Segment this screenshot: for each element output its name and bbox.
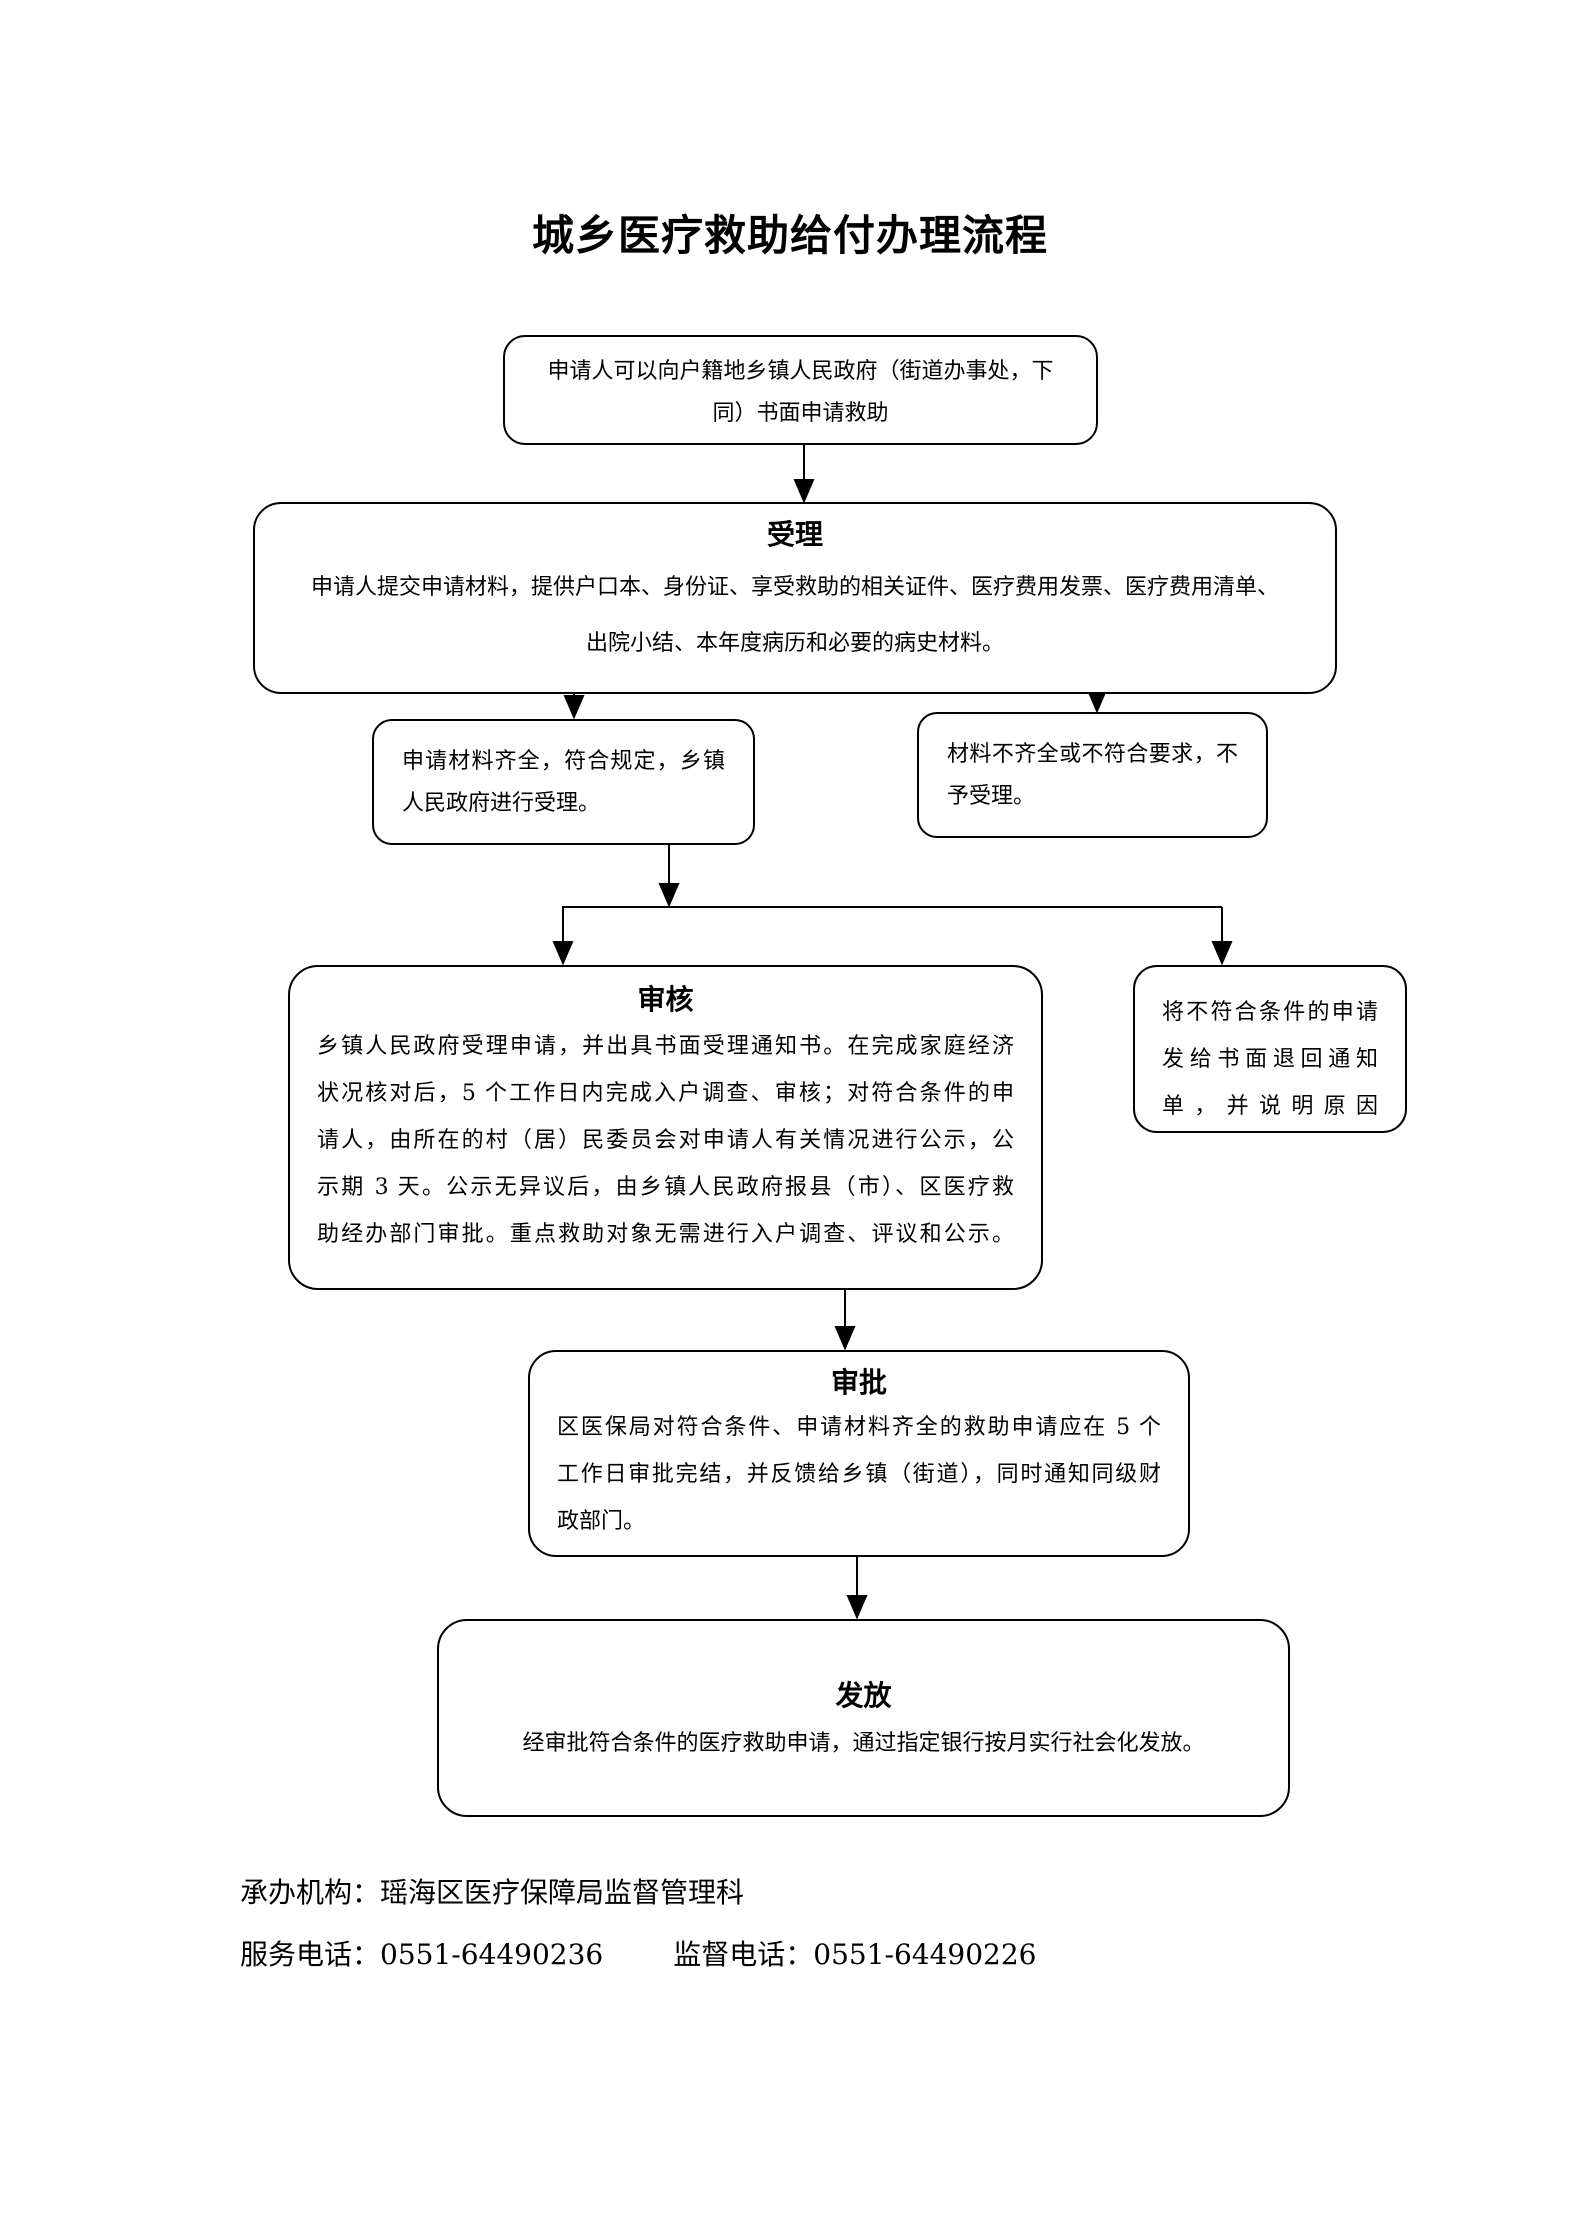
approve-line: 区医保局对符合条件、申请材料齐全的救助申请应在 5 个	[557, 1415, 1161, 1440]
arrowhead-accept-complete	[563, 695, 585, 720]
start-line: 同）书面申请救助	[712, 401, 889, 426]
flow-box-review: 审核 乡镇人民政府受理申请，并出具书面受理通知书。在完成家庭经济 状况核对后，5…	[288, 965, 1043, 1290]
flow-box-approve: 审批 区医保局对符合条件、申请材料齐全的救助申请应在 5 个 工作日审批完结，并…	[528, 1350, 1190, 1557]
complete-line: 申请材料齐全，符合规定，乡镇	[402, 749, 725, 774]
accept-title: 受理	[766, 518, 823, 551]
flow-box-return-notice: 将不符合条件的申请 发给书面退回通知 单，并说明原因	[1133, 965, 1407, 1133]
return-line: 将不符合条件的申请	[1162, 1000, 1378, 1025]
grant-line: 经审批符合条件的医疗救助申请，通过指定银行按月实行社会化发放。	[522, 1731, 1205, 1756]
complete-line: 人民政府进行受理。	[402, 791, 601, 816]
footer-phones: 服务电话：0551-64490236 监督电话：0551-64490226	[240, 1924, 1340, 1986]
incomplete-line: 予受理。	[947, 784, 1036, 809]
footer-supervise-phone: 监督电话：0551-64490226	[673, 1938, 1037, 1971]
page-title: 城乡医疗救助给付办理流程	[531, 211, 1048, 260]
return-line: 发给书面退回通知	[1162, 1047, 1378, 1072]
arrowhead-approve-grant	[846, 1595, 868, 1620]
footer-agency: 承办机构：瑶海区医疗保障局监督管理科	[240, 1876, 745, 1909]
review-line: 乡镇人民政府受理申请，并出具书面受理通知书。在完成家庭经济	[317, 1034, 1014, 1059]
approve-line: 工作日审批完结，并反馈给乡镇（街道），同时通知同级财	[557, 1462, 1161, 1487]
review-line: 助经办部门审批。重点救助对象无需进行入户调查、评议和公示。	[317, 1222, 1014, 1247]
flow-box-start: 申请人可以向户籍地乡镇人民政府（街道办事处，下 同）书面申请救助	[503, 335, 1098, 445]
grant-title: 发放	[835, 1679, 892, 1712]
arrowhead-complete-junction	[658, 883, 680, 908]
arrowhead-junction-review	[552, 941, 574, 966]
review-line: 请人，由所在的村（居）民委员会对申请人有关情况进行公示，公	[317, 1128, 1014, 1153]
arrowhead-start-accept	[793, 479, 815, 504]
flow-box-accept: 受理 申请人提交申请材料，提供户口本、身份证、享受救助的相关证件、医疗费用发票、…	[253, 502, 1337, 694]
start-line: 申请人可以向户籍地乡镇人民政府（街道办事处，下	[547, 359, 1054, 384]
footer-info: 承办机构：瑶海区医疗保障局监督管理科 服务电话：0551-64490236 监督电…	[240, 1862, 1340, 1986]
approve-line: 政部门。	[557, 1509, 646, 1534]
flow-box-materials-incomplete: 材料不齐全或不符合要求，不 予受理。	[917, 712, 1268, 838]
accept-line: 申请人提交申请材料，提供户口本、身份证、享受救助的相关证件、医疗费用发票、医疗费…	[310, 575, 1279, 600]
review-line: 示期 3 天。公示无异议后，由乡镇人民政府报县（市）、区医疗救	[317, 1175, 1014, 1200]
arrowhead-review-approve	[834, 1326, 856, 1351]
flow-box-grant: 发放 经审批符合条件的医疗救助申请，通过指定银行按月实行社会化发放。	[437, 1619, 1290, 1817]
return-line: 单，并说明原因	[1162, 1094, 1378, 1119]
review-line: 状况核对后，5 个工作日内完成入户调查、审核；对符合条件的申	[317, 1081, 1014, 1106]
arrowhead-junction-return	[1211, 941, 1233, 966]
review-title: 审核	[637, 983, 694, 1016]
footer-service-phone: 服务电话：0551-64490236	[240, 1938, 604, 1971]
incomplete-line: 材料不齐全或不符合要求，不	[947, 742, 1238, 767]
accept-line: 出院小结、本年度病历和必要的病史材料。	[585, 631, 1004, 656]
flow-box-materials-complete: 申请材料齐全，符合规定，乡镇 人民政府进行受理。	[372, 719, 755, 845]
approve-title: 审批	[830, 1366, 887, 1399]
